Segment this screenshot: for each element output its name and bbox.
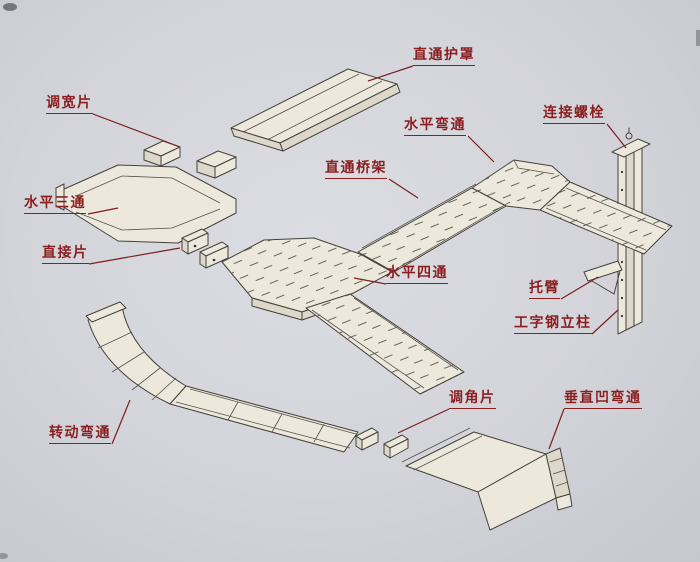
- leader-ibeam-column: [591, 309, 619, 335]
- part-width-adjust-pieces: [143, 140, 237, 179]
- label-direct-piece: 直接片: [42, 246, 89, 264]
- label-straight-tray: 直通桥架: [325, 161, 387, 179]
- label-width-adjust-piece: 调宽片: [46, 96, 93, 114]
- leader-straight-tray: [388, 178, 419, 199]
- part-straight-cover: [230, 68, 401, 152]
- label-horizontal-cross: 水平四通: [386, 266, 448, 284]
- label-vertical-concave-bend: 垂直凹弯通: [564, 391, 642, 409]
- leader-angle-piece: [397, 408, 450, 434]
- label-ibeam-column: 工字钢立柱: [514, 316, 592, 334]
- part-direct-plates: [181, 228, 229, 269]
- leader-width-adjust: [92, 113, 181, 148]
- part-straight-tray: [357, 183, 511, 273]
- label-rotating-bend: 转动弯通: [49, 426, 111, 444]
- part-vertical-concave-bend: [401, 427, 573, 531]
- leader-horizontal-bend: [467, 135, 495, 163]
- leader-direct-piece: [88, 247, 181, 265]
- leader-horizontal-cross: [353, 277, 387, 285]
- label-horizontal-bend: 水平弯通: [404, 118, 466, 136]
- leader-rotating-bend: [111, 399, 131, 445]
- leader-straight-cover: [367, 65, 414, 82]
- photo-artifacts: [0, 3, 700, 559]
- leader-lines: [87, 65, 627, 450]
- part-down-tray: [305, 293, 465, 395]
- part-angle-pieces: [355, 427, 409, 459]
- label-horizontal-tee: 水平三通: [24, 196, 86, 214]
- leader-support-arm: [560, 276, 599, 300]
- part-horizontal-tee: [55, 164, 237, 244]
- label-straight-cover: 直通护罩: [413, 48, 475, 66]
- part-support-arm: [583, 260, 623, 295]
- part-rotating-bend: [85, 301, 359, 453]
- label-support-arm: 托臂: [529, 281, 560, 299]
- leader-connecting-bolt: [606, 123, 627, 149]
- part-right-tray: [539, 181, 673, 255]
- label-connecting-bolt: 连接螺栓: [543, 106, 605, 124]
- leader-horizontal-tee: [87, 207, 119, 215]
- label-angle-adjust-piece: 调角片: [449, 391, 496, 409]
- leader-vertical-bend: [548, 408, 565, 450]
